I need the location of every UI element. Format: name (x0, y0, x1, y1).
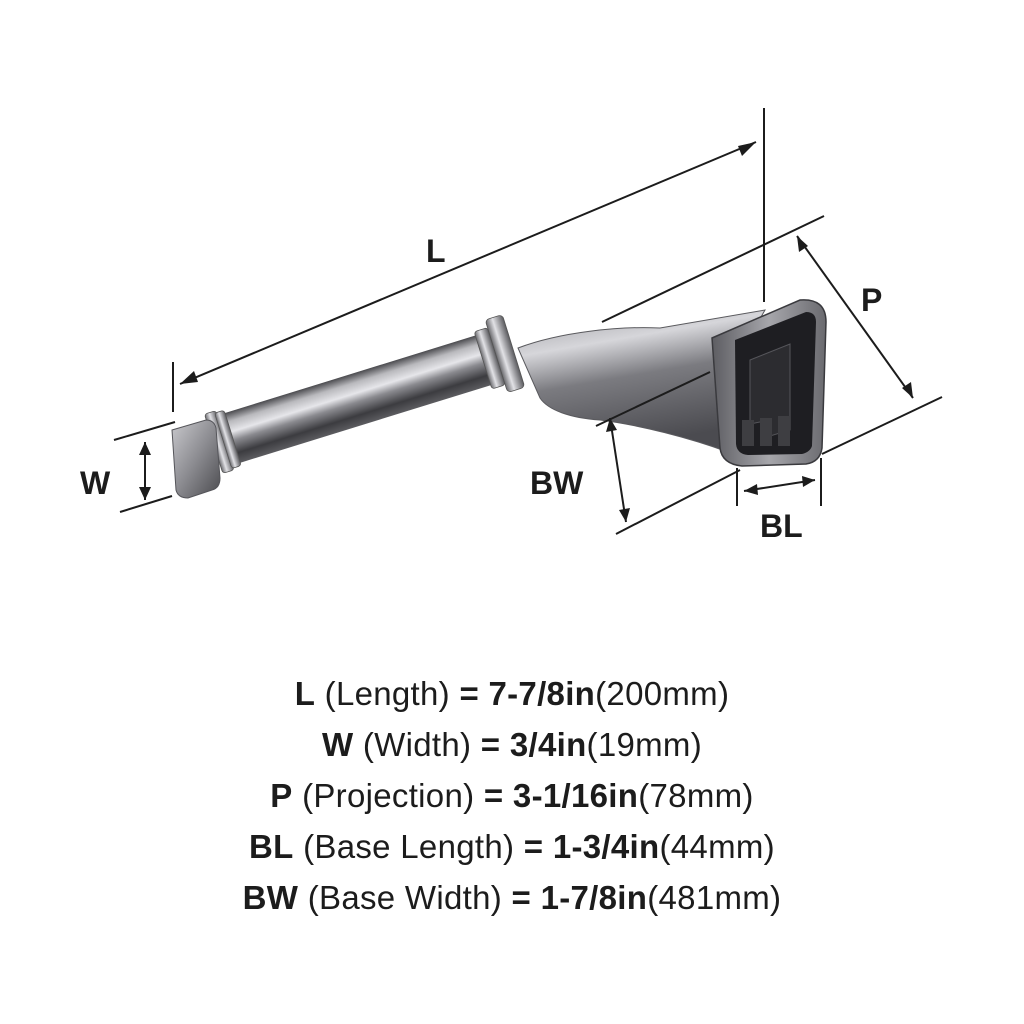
arrowheads (139, 142, 913, 522)
spec-imperial: 1-3/4in (552, 828, 660, 865)
spec-imperial: 3-1/16in (512, 777, 639, 814)
spec-equals: = (511, 879, 532, 916)
spec-imperial: 3/4in (509, 726, 587, 763)
bw-dimension-line (609, 417, 627, 523)
spec-name: (Projection) (302, 777, 475, 814)
bw-arrow-top (606, 418, 617, 432)
dimension-spec-list: L (Length) = 7-7/8in(200mm) W (Width) = … (0, 668, 1024, 923)
spec-imperial: 1-7/8in (540, 879, 648, 916)
spec-metric: (200mm) (595, 675, 730, 712)
spec-equals: = (480, 726, 501, 763)
l-dimension-line (179, 141, 757, 385)
w-arrow-bottom (139, 487, 151, 500)
spec-imperial: 7-7/8in (488, 675, 596, 712)
w-extension-bottom (119, 495, 173, 513)
spec-metric: (44mm) (659, 828, 775, 865)
bw-extension-bottom (615, 469, 741, 535)
bl-arrow-left (744, 484, 758, 495)
p-dimension-line (796, 235, 914, 399)
spec-base-width: BW (Base Width) = 1-7/8in(481mm) (0, 872, 1024, 923)
spec-code: W (321, 726, 354, 763)
holder-rod (204, 315, 525, 474)
label-l: L (426, 233, 446, 269)
label-w: W (80, 465, 111, 501)
p-arrow-bottom (902, 382, 913, 398)
end-cap (171, 419, 221, 499)
label-bw: BW (530, 465, 584, 501)
bracket-clip-3 (778, 416, 790, 446)
spec-equals: = (483, 777, 504, 814)
spec-width: W (Width) = 3/4in(19mm) (0, 719, 1024, 770)
toilet-paper-holder-illustration (171, 299, 827, 499)
spec-name: (Base Length) (303, 828, 515, 865)
spec-code: BW (242, 879, 299, 916)
w-arrow-top (139, 442, 151, 455)
p-arrow-top (797, 236, 808, 252)
spec-name: (Width) (362, 726, 472, 763)
spec-metric: (19mm) (586, 726, 703, 763)
p-extension-bottom (821, 396, 943, 455)
spec-projection: P (Projection) = 3-1/16in(78mm) (0, 770, 1024, 821)
bw-extension-top (595, 371, 711, 427)
spec-code: L (294, 675, 316, 712)
bw-arrow-bottom (619, 508, 630, 522)
spec-code: P (270, 777, 293, 814)
spec-equals: = (523, 828, 544, 865)
label-p: P (861, 282, 882, 318)
w-extension-top (113, 421, 176, 441)
spec-name: (Base Width) (307, 879, 503, 916)
spec-length: L (Length) = 7-7/8in(200mm) (0, 668, 1024, 719)
bracket-clip-2 (760, 418, 772, 446)
spec-name: (Length) (324, 675, 450, 712)
bl-arrow-right (802, 476, 815, 487)
bracket-clip-1 (742, 420, 754, 446)
spec-base-length: BL (Base Length) = 1-3/4in(44mm) (0, 821, 1024, 872)
spec-equals: = (459, 675, 480, 712)
dimension-lines (113, 108, 943, 535)
spec-code: BL (249, 828, 294, 865)
spec-metric: (78mm) (638, 777, 754, 814)
l-arrow-right (738, 142, 756, 156)
p-extension-top (601, 215, 825, 323)
product-dimension-diagram: L W P BW BL (80, 108, 943, 544)
label-bl: BL (760, 508, 803, 544)
l-arrow-left (180, 371, 198, 384)
spec-metric: (481mm) (647, 879, 782, 916)
